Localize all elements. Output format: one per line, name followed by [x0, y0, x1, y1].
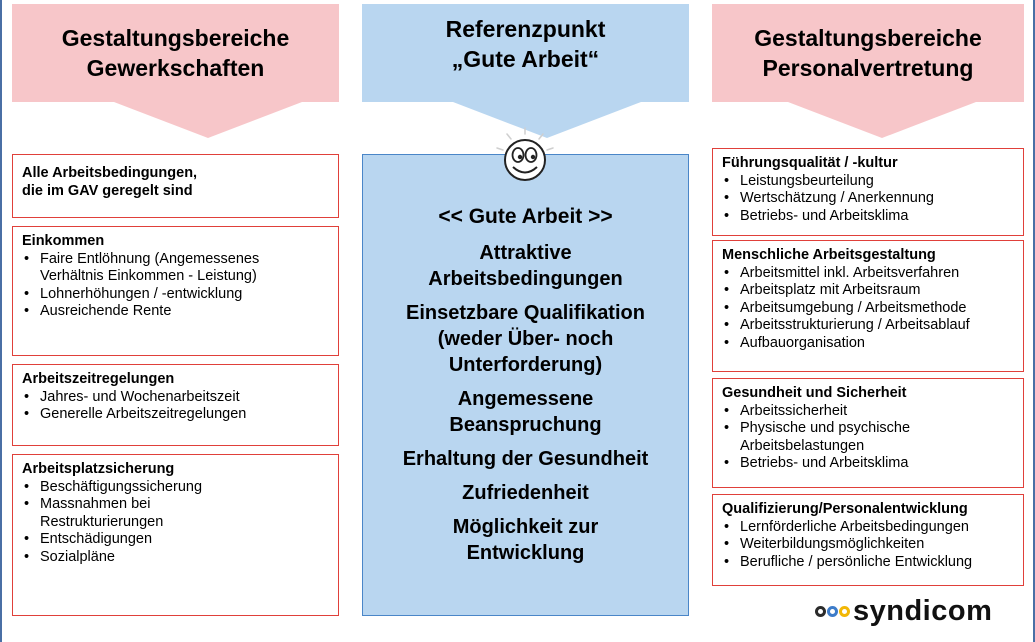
left-box-arbeitsplatzsicherung: Arbeitsplatzsicherung Beschäftigungssich…	[12, 454, 339, 616]
list-item: Berufliche / persönliche Entwicklung	[722, 554, 1015, 572]
header-gewerkschaften-text: Gestaltungsbereiche Gewerkschaften	[61, 25, 290, 81]
list-item: Wertschätzung / Anerkennung	[722, 190, 1015, 208]
right-box-gesundheit: Gesundheit und Sicherheit Arbeitssicherh…	[712, 378, 1024, 488]
left-box-gav: Alle Arbeitsbedingungen, die im GAV gere…	[12, 154, 339, 218]
list-item: Lohnerhöhungen / -entwicklung	[22, 286, 330, 304]
header-gute-arbeit: Referenzpunkt „Gute Arbeit“	[362, 4, 689, 102]
right-box-fuehrung: Führungsqualität / -kultur Leistungsbeur…	[712, 148, 1024, 236]
header-personalvertretung: Gestaltungsbereiche Personalvertretung	[712, 4, 1024, 102]
center-item: Erhaltung der Gesundheit	[402, 448, 649, 470]
center-box-gute-arbeit: << Gute Arbeit >> Attraktive Arbeitsbedi…	[362, 154, 689, 616]
arrow-right	[788, 102, 976, 138]
center-item: Einsetzbare Qualifikation (weder Über- n…	[406, 302, 645, 376]
right-box-title: Qualifizierung/Personalentwicklung	[722, 501, 968, 517]
right-box-qualifizierung: Qualifizierung/Personalentwicklung Lernf…	[712, 494, 1024, 586]
center-item: Möglichkeit zur Entwicklung	[452, 516, 599, 564]
list-item: Ausreichende Rente	[22, 303, 330, 321]
list-item: Beschäftigungssicherung	[22, 479, 330, 497]
logo-wordmark: syndicom	[853, 595, 993, 627]
arrow-center	[453, 102, 641, 138]
arrow-left	[114, 102, 302, 138]
right-box-arbeitsgestaltung: Menschliche Arbeitsgestaltung Arbeitsmit…	[712, 240, 1024, 372]
center-item: Zufriedenheit	[462, 482, 589, 504]
list-item: Arbeitsstrukturierung / Arbeitsablauf	[722, 317, 1015, 335]
logo-dot-icon	[827, 606, 838, 617]
left-box-title: Arbeitsplatzsicherung	[22, 461, 175, 477]
header-gewerkschaften: Gestaltungsbereiche Gewerkschaften	[12, 4, 339, 102]
header-personalvertretung-text: Gestaltungsbereiche Personalvertretung	[754, 25, 982, 81]
right-box-title: Gesundheit und Sicherheit	[722, 385, 907, 401]
center-item: Angemessene Beanspruchung	[449, 388, 602, 436]
list-item: Lernförderliche Arbeitsbedingungen	[722, 519, 1015, 537]
list-item: Betriebs- und Arbeitsklima	[722, 208, 1015, 226]
logo-dot-icon	[839, 606, 850, 617]
list-item: Jahres- und Wochenarbeitszeit	[22, 389, 330, 407]
syndicom-logo: syndicom	[815, 595, 992, 628]
center-heading: << Gute Arbeit >>	[438, 205, 613, 228]
list-item: Massnahmen bei Restrukturierungen	[22, 496, 330, 531]
left-box-arbeitszeit: Arbeitszeitregelungen Jahres- und Wochen…	[12, 364, 339, 446]
left-box-title: Einkommen	[22, 233, 105, 249]
header-gute-arbeit-text: Referenzpunkt „Gute Arbeit“	[445, 16, 606, 72]
list-item: Leistungsbeurteilung	[722, 173, 1015, 191]
list-item: Entschädigungen	[22, 531, 330, 549]
frame-border-right	[1033, 0, 1035, 642]
list-item: Arbeitssicherheit	[722, 403, 1015, 421]
list-item: Physische und psychische Arbeitsbelastun…	[722, 420, 1015, 455]
list-item: Aufbauorganisation	[722, 335, 1015, 353]
smiley-face-icon	[496, 127, 554, 181]
left-box-einkommen: Einkommen Faire Entlöhnung (Angemessenes…	[12, 226, 339, 356]
right-box-title: Führungsqualität / -kultur	[722, 155, 898, 171]
list-item: Arbeitsumgebung / Arbeitsmethode	[722, 300, 1015, 318]
list-item: Weiterbildungsmöglichkeiten	[722, 536, 1015, 554]
right-box-title: Menschliche Arbeitsgestaltung	[722, 247, 936, 263]
left-box-title: Alle Arbeitsbedingungen, die im GAV gere…	[22, 165, 198, 199]
list-item: Arbeitsmittel inkl. Arbeitsverfahren	[722, 265, 1015, 283]
list-item: Arbeitsplatz mit Arbeitsraum	[722, 282, 1015, 300]
left-box-title: Arbeitszeitregelungen	[22, 371, 175, 387]
list-item: Generelle Arbeitszeitregelungen	[22, 406, 330, 424]
list-item: Sozialpläne	[22, 549, 330, 567]
frame-border-left	[0, 0, 2, 642]
list-item: Betriebs- und Arbeitsklima	[722, 455, 1015, 473]
center-item: Attraktive Arbeitsbedingungen	[428, 242, 623, 290]
three-dots-logo-icon	[815, 606, 826, 617]
list-item: Faire Entlöhnung (Angemessenes Verhältni…	[22, 251, 330, 286]
